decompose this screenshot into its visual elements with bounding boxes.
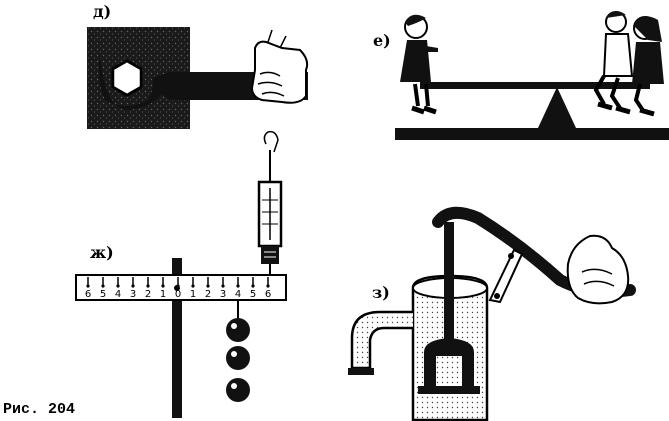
scale-label: 1 <box>190 289 196 300</box>
weights <box>226 300 250 402</box>
figure-caption: Рис. 204 <box>3 401 76 418</box>
scale-label: 6 <box>85 289 91 300</box>
scale-label: 0 <box>175 289 181 300</box>
ground <box>395 128 669 140</box>
weight-2 <box>226 346 250 370</box>
panel-label-zh: ж) <box>90 243 114 262</box>
scale-hook <box>251 284 255 288</box>
panel-label-e: е) <box>373 31 391 50</box>
scale-hook <box>86 284 90 288</box>
panel-d-wrench <box>87 27 309 129</box>
piston <box>424 338 474 386</box>
scale-label: 5 <box>250 289 256 300</box>
panel-label-d: д) <box>93 2 112 21</box>
scale-hook <box>131 284 135 288</box>
scale-hook <box>206 284 210 288</box>
scale-hook <box>176 284 180 288</box>
panel-label-z: з) <box>372 283 390 302</box>
hand-zh <box>263 130 279 153</box>
scale-label: 5 <box>100 289 106 300</box>
child-left <box>400 14 438 115</box>
handle-link <box>488 248 524 304</box>
weight-3 <box>226 378 250 402</box>
plank <box>420 82 650 89</box>
children-right <box>593 11 664 117</box>
scale-hook <box>161 284 165 288</box>
scale-label: 6 <box>265 289 271 300</box>
scale-label: 2 <box>145 289 151 300</box>
lever-bar <box>75 274 287 301</box>
hand-d <box>250 40 309 104</box>
scale-label: 4 <box>235 289 241 300</box>
panel-e-seesaw <box>395 11 669 140</box>
scale-hook <box>266 284 270 288</box>
scale-label: 4 <box>115 289 121 300</box>
spring-scale <box>257 130 283 276</box>
scale-hook <box>101 284 105 288</box>
scale-hook <box>191 284 195 288</box>
lever-stand <box>172 258 182 418</box>
scale-hook <box>116 284 120 288</box>
fulcrum <box>538 87 576 128</box>
weight-1 <box>226 318 250 342</box>
scale-label: 3 <box>130 289 136 300</box>
scale-hook <box>146 284 150 288</box>
scale-hook <box>236 284 240 288</box>
scale-hook <box>221 284 225 288</box>
piston-rod <box>444 222 454 352</box>
spout <box>350 310 413 370</box>
scale-label: 1 <box>160 289 166 300</box>
scale-label: 2 <box>205 289 211 300</box>
scale-label: 3 <box>220 289 226 300</box>
panel-z-pump <box>348 206 636 421</box>
